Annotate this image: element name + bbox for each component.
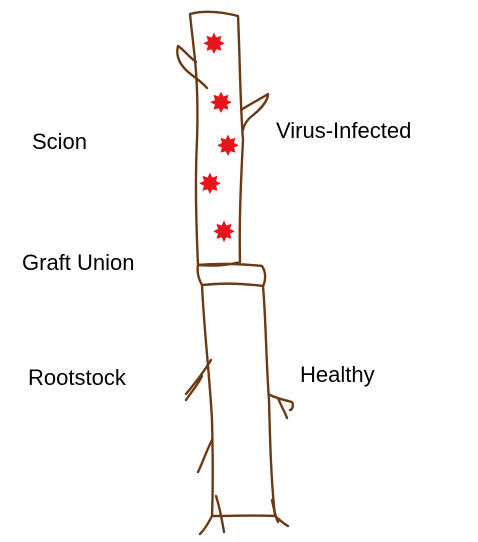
- scion-right-branch: [241, 94, 268, 130]
- infection-marker: [211, 92, 232, 113]
- rootstock-lower-sprout: [198, 440, 212, 472]
- scion-left-branch: [177, 46, 207, 88]
- graft-union-label: Graft Union: [22, 252, 135, 274]
- rootstock-left-root: [186, 360, 211, 400]
- healthy-label: Healthy: [300, 364, 375, 386]
- rootstock-label: Rootstock: [28, 367, 126, 389]
- infection-marker: [200, 173, 221, 194]
- scion-label: Scion: [32, 131, 87, 153]
- rootstock-right-root: [270, 395, 293, 418]
- infection-markers: [200, 33, 239, 242]
- infection-marker: [218, 135, 239, 156]
- rootstock-stem-outline: [202, 285, 275, 516]
- infection-marker: [214, 221, 235, 242]
- infection-marker: [204, 33, 225, 54]
- virus-infected-label: Virus-Infected: [276, 120, 411, 142]
- graft-union-outline: [198, 264, 265, 286]
